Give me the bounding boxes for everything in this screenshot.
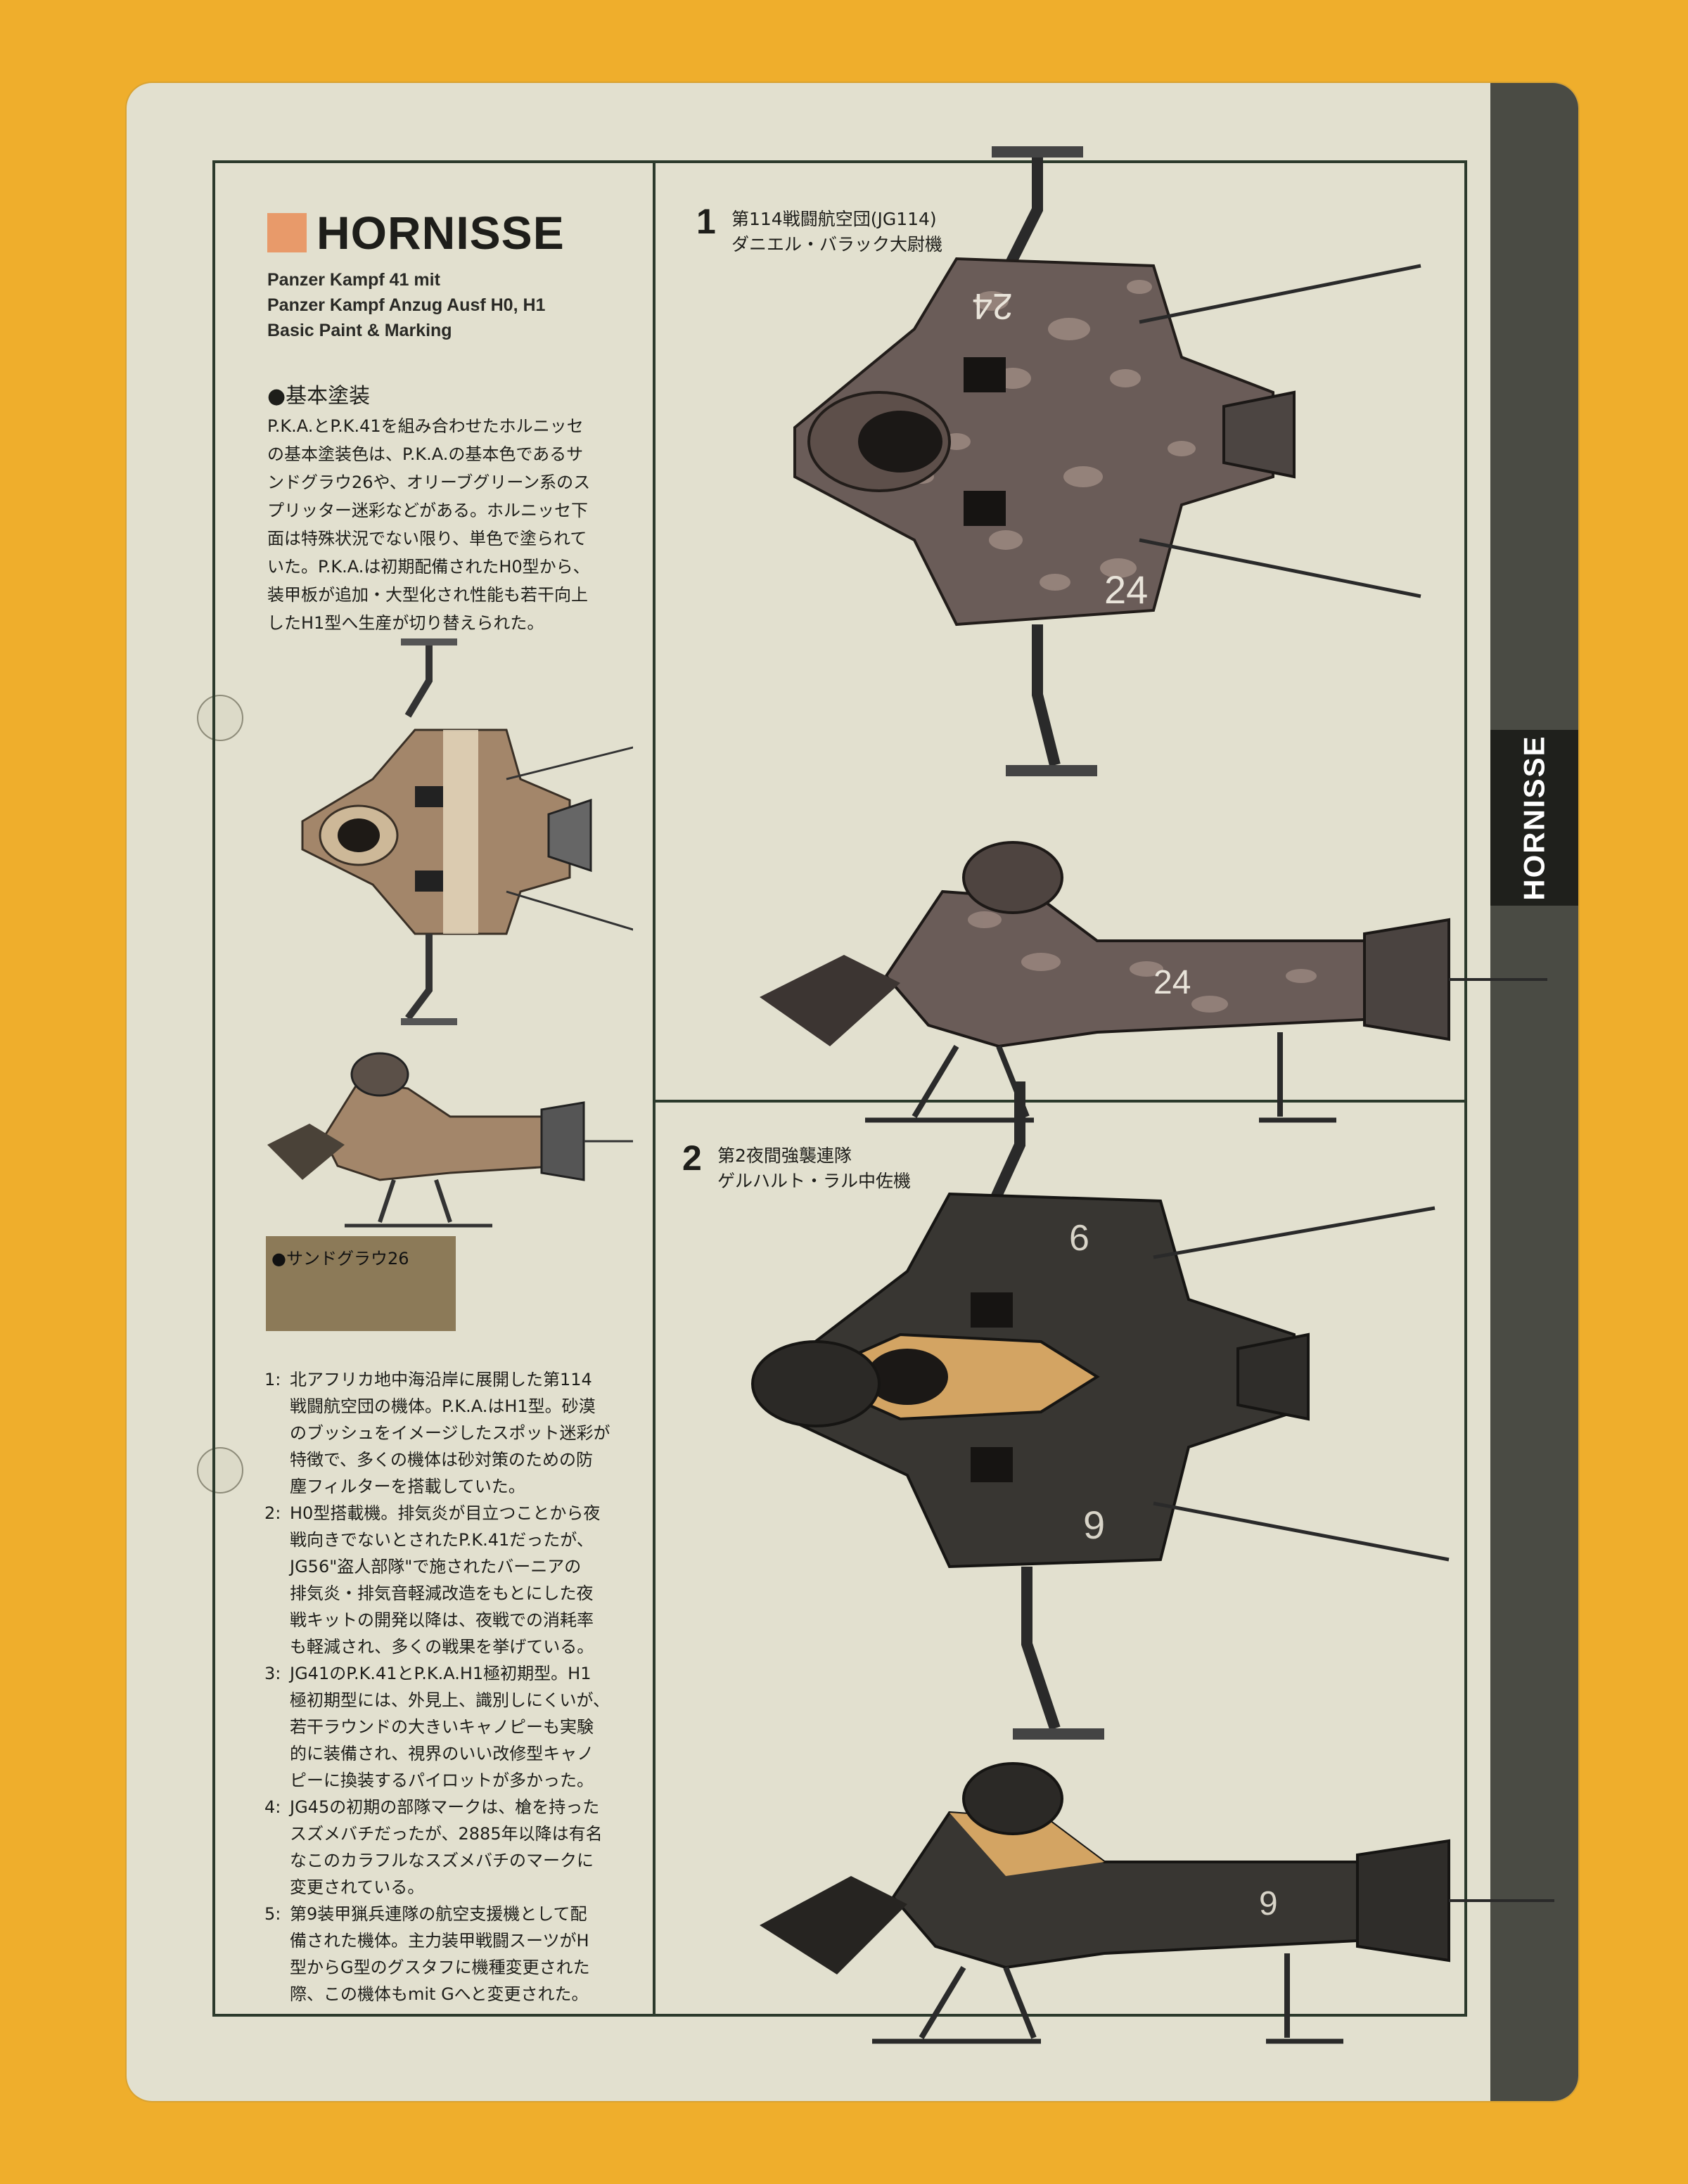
- binder-hole: [197, 1447, 243, 1494]
- note-number: 4:: [264, 1797, 281, 1817]
- row-divider: [653, 1100, 1464, 1103]
- note-line: 変更されている。: [290, 1877, 425, 1897]
- entry2-side-svg: 9: [760, 1762, 1554, 2044]
- side-tab: HORNISSE: [1490, 730, 1578, 906]
- note-line: も軽減され、多くの戦果を挙げている。: [290, 1637, 594, 1657]
- note-number: 1:: [264, 1370, 281, 1389]
- entry2-top-view: 6 9: [675, 1081, 1491, 1827]
- subtitle-line: Panzer Kampf Anzug Ausf H0, H1: [267, 295, 546, 315]
- entry-caption: 第114戦闘航空団(JG114) ダニエル・バラック大尉機: [731, 207, 942, 257]
- entry-caption-line: ゲルハルト・ラル中佐機: [717, 1171, 912, 1191]
- entry-caption-line: 第114戦闘航空団(JG114): [731, 209, 937, 229]
- subtitle-line: Panzer Kampf 41 mit: [267, 270, 440, 290]
- note-line: JG56"盗人部隊"で施されたバーニアの: [290, 1557, 582, 1576]
- note-line: 戦闘航空団の機体。P.K.A.はH1型。砂漠: [290, 1396, 596, 1416]
- note-line: なこのカラフルなスズメバチのマークに: [290, 1851, 594, 1870]
- note-text: JG41のP.K.41とP.K.A.H1極初期型。H1 極初期型には、外見上、識…: [290, 1660, 644, 1794]
- base-model-top-view: [239, 638, 648, 1032]
- entry-number: 1: [696, 202, 716, 241]
- side-marking: 24: [1153, 964, 1191, 1001]
- entry-number: 2: [682, 1138, 702, 1178]
- base-model-side-svg: [267, 1052, 633, 1228]
- column-divider: [653, 163, 656, 2014]
- top-marking: 6: [1069, 1218, 1089, 1259]
- note-line: 塵フィルターを搭載していた。: [290, 1477, 525, 1496]
- color-swatch: ●サンドグラウ26: [266, 1236, 456, 1331]
- entry1-side-svg: 24: [760, 841, 1547, 1123]
- note-line: 特徴で、多くの機体は砂対策のための防: [290, 1450, 594, 1470]
- tail-marking: 9: [1083, 1503, 1105, 1547]
- subtitle-line: Basic Paint & Marking: [267, 321, 452, 340]
- note-line: 戦向きでないとされたP.K.41だったが、: [290, 1530, 594, 1550]
- section-heading: ●基本塗装: [267, 384, 371, 409]
- binder-hole: [197, 695, 243, 741]
- body-text: P.K.A.とP.K.41を組み合わせたホルニッセ の基本塗装色は、P.K.A.…: [267, 412, 633, 637]
- note-text: 北アフリカ地中海沿岸に展開した第114 戦闘航空団の機体。P.K.A.はH1型。…: [290, 1366, 644, 1500]
- note-line: ピーに換装するパイロットが多かった。: [290, 1771, 594, 1790]
- entry1-top-view: 24 24: [689, 146, 1477, 856]
- note-line: 第9装甲猟兵連隊の航空支援機として配: [290, 1904, 587, 1924]
- note-number: 3:: [264, 1664, 281, 1683]
- note-line: 排気炎・排気音軽減改造をもとにした夜: [290, 1584, 594, 1603]
- note-line: 若干ラウンドの大きいキャノピーも実験: [290, 1717, 594, 1737]
- note-item: 2: H0型搭載機。排気炎が目立つことから夜 戦向きでないとされたP.K.41だ…: [264, 1500, 644, 1660]
- body-line: したH1型へ生産が切り替えられた。: [267, 613, 544, 633]
- note-line: 際、この機体もmit Gへと変更された。: [290, 1984, 589, 2004]
- base-model-side-view: [239, 1039, 633, 1236]
- body-line: 装甲板が追加・大型化され性能も若干向上: [267, 585, 588, 605]
- entry1-side-view: 24: [703, 835, 1547, 1145]
- note-line: 備された機体。主力装甲戦闘スーツがH: [290, 1931, 589, 1951]
- instruction-card: HORNISSE HORNISSE Panzer Kampf 41 mit Pa…: [127, 83, 1578, 2101]
- side-strip: [1490, 83, 1578, 2101]
- note-item: 1: 北アフリカ地中海沿岸に展開した第114 戦闘航空団の機体。P.K.A.はH…: [264, 1366, 644, 1500]
- body-line: プリッター迷彩などがある。ホルニッセ下: [267, 501, 588, 520]
- body-line: いた。P.K.A.は初期配備されたH0型から、: [267, 557, 590, 577]
- note-line: 極初期型には、外見上、識別しにくいが、: [290, 1690, 610, 1710]
- note-line: 型からG型のグスタフに機種変更された: [290, 1958, 590, 1977]
- notes-list: 1: 北アフリカ地中海沿岸に展開した第114 戦闘航空団の機体。P.K.A.はH…: [264, 1366, 644, 2008]
- base-model-top-svg: [301, 638, 648, 1025]
- page-title: HORNISSE: [316, 207, 565, 259]
- subtitle: Panzer Kampf 41 mit Panzer Kampf Anzug A…: [267, 267, 545, 343]
- note-text: JG45の初期の部隊マークは、槍を持った スズメバチだったが、2885年以降は有…: [290, 1794, 644, 1901]
- title-marker: [267, 213, 307, 252]
- tail-marking: 24: [1104, 567, 1148, 612]
- note-line: 北アフリカ地中海沿岸に展開した第114: [290, 1370, 592, 1389]
- entry-caption-line: ダニエル・バラック大尉機: [731, 234, 943, 255]
- note-line: H0型搭載機。排気炎が目立つことから夜: [290, 1503, 601, 1523]
- body-line: 面は特殊状況でない限り、単色で塗られて: [267, 529, 587, 548]
- swatch-label: ●サンドグラウ26: [271, 1249, 409, 1268]
- entry2-top-svg: 6 9: [751, 1081, 1450, 1740]
- tail-marking: 24: [972, 285, 1013, 326]
- note-text: H0型搭載機。排気炎が目立つことから夜 戦向きでないとされたP.K.41だったが…: [290, 1500, 644, 1660]
- note-line: 戦キットの開発以降は、夜戦での消耗率: [290, 1610, 594, 1630]
- note-line: JG45の初期の部隊マークは、槍を持った: [290, 1797, 600, 1817]
- note-text: 第9装甲猟兵連隊の航空支援機として配 備された機体。主力装甲戦闘スーツがH 型か…: [290, 1901, 644, 2008]
- entry-caption-line: 第2夜間強襲連隊: [717, 1145, 852, 1166]
- note-item: 4: JG45の初期の部隊マークは、槍を持った スズメバチだったが、2885年以…: [264, 1794, 644, 1901]
- note-line: 的に装備され、視界のいい改修型キャノ: [290, 1744, 594, 1764]
- body-line: P.K.A.とP.K.41を組み合わせたホルニッセ: [267, 416, 584, 436]
- note-number: 2:: [264, 1503, 281, 1523]
- side-marking: 9: [1259, 1885, 1278, 1922]
- note-item: 3: JG41のP.K.41とP.K.A.H1極初期型。H1 極初期型には、外見…: [264, 1660, 644, 1794]
- entry1-top-svg: 24 24: [793, 146, 1421, 776]
- note-item: 5: 第9装甲猟兵連隊の航空支援機として配 備された機体。主力装甲戦闘スーツがH…: [264, 1901, 644, 2008]
- content-frame: [212, 160, 1467, 2017]
- title-block: HORNISSE: [267, 206, 565, 259]
- body-line: の基本塗装色は、P.K.A.の基本色であるサ: [267, 444, 584, 464]
- note-line: のブッシュをイメージしたスポット迷彩が: [290, 1423, 610, 1443]
- note-number: 5:: [264, 1904, 281, 1924]
- entry2-side-view: 9: [710, 1756, 1554, 2066]
- note-line: スズメバチだったが、2885年以降は有名: [290, 1824, 603, 1844]
- body-line: ンドグラウ26や、オリーブグリーン系のス: [267, 473, 591, 492]
- note-line: JG41のP.K.41とP.K.A.H1極初期型。H1: [290, 1664, 592, 1683]
- entry-caption: 第2夜間強襲連隊 ゲルハルト・ラル中佐機: [717, 1143, 911, 1194]
